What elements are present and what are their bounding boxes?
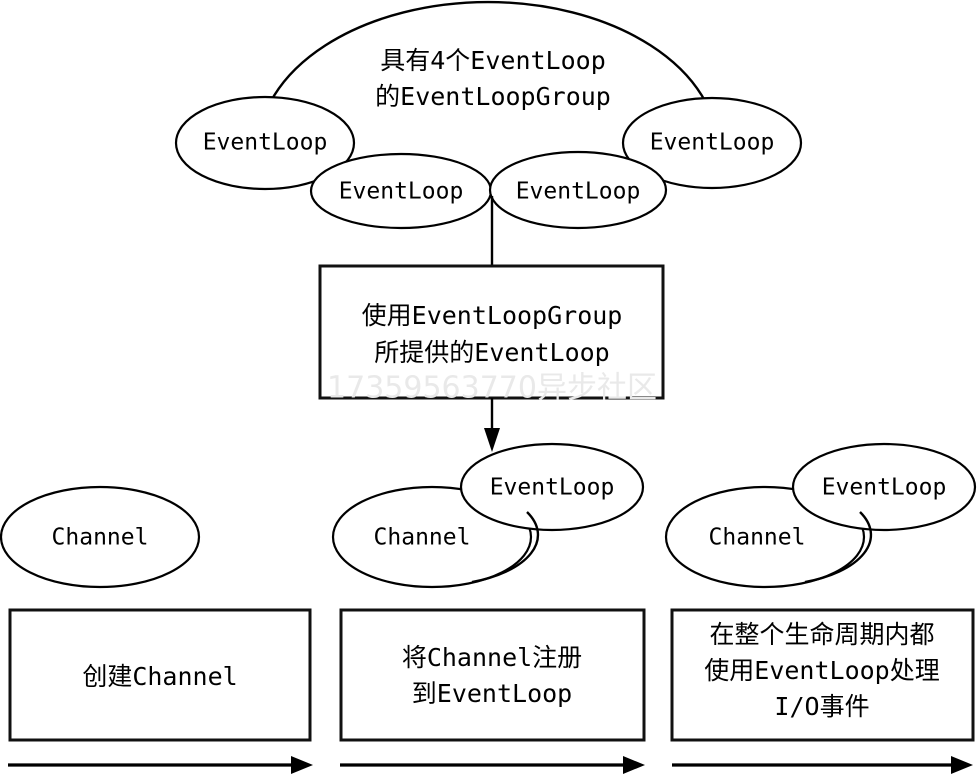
stage-3-box bbox=[670, 608, 975, 742]
cloud-eventloop-2-label: EventLoop bbox=[339, 179, 464, 205]
cloud-eventloop-3-label: EventLoop bbox=[516, 179, 641, 205]
stage-1-channel-ellipse bbox=[0, 485, 201, 589]
middle-box-to-eventloop-arrow bbox=[484, 398, 500, 452]
stage-2-channel-front-arc bbox=[471, 511, 540, 584]
stage-1-box-group: 创建Channel bbox=[8, 608, 312, 742]
stage-1-flow-arrow bbox=[8, 756, 313, 774]
cloud-eventloop-4-label: EventLoop bbox=[650, 130, 775, 156]
stage-3-box-line2: 使用EventLoop处理 bbox=[704, 656, 939, 685]
stage-3-flow-head bbox=[951, 756, 973, 774]
cloud-eventloop-1 bbox=[174, 95, 356, 191]
stage-1-shapes: Channel bbox=[0, 485, 201, 589]
cloud-eventloop-4 bbox=[621, 96, 803, 190]
cloud-caption-line1: 具有4个EventLoop bbox=[380, 46, 606, 75]
cloud-outline-arc bbox=[256, 0, 720, 151]
stage-3-shapes: Channel EventLoop bbox=[664, 442, 977, 589]
stage-2-eventloop-label: EventLoop bbox=[490, 475, 615, 501]
middle-box-group: 使用EventLoopGroup 所提供的EventLoop 173595637… bbox=[318, 264, 665, 406]
middle-box bbox=[318, 264, 665, 400]
stage-1-flow-head bbox=[291, 756, 313, 774]
stage-3-box-line3: I/O事件 bbox=[774, 692, 869, 721]
stage-3-eventloop-ellipse bbox=[791, 442, 977, 532]
stage-2-channel-label: Channel bbox=[374, 525, 471, 551]
stage-3-box-group: 在整个生命周期内都 使用EventLoop处理 I/O事件 bbox=[670, 608, 975, 742]
cloud-caption-line2: 的EventLoopGroup bbox=[375, 82, 611, 111]
stage-1-box-line1: 创建Channel bbox=[82, 662, 237, 691]
stage-2-flow-head bbox=[623, 756, 645, 774]
stage-3-eventloop-label: EventLoop bbox=[822, 475, 947, 501]
cloud-eventloop-3 bbox=[488, 150, 668, 230]
stage-1-box bbox=[8, 608, 312, 742]
cloud-eventloop-1-label: EventLoop bbox=[203, 130, 328, 156]
stage-3-box-line1: 在整个生命周期内都 bbox=[709, 620, 934, 649]
eventloopgroup-cloud: 具有4个EventLoop 的EventLoopGroup EventLoop … bbox=[174, 0, 803, 230]
stage-2-flow-arrow bbox=[340, 756, 645, 774]
stage-3-flow-arrow bbox=[672, 756, 973, 774]
stage-3-channel-label: Channel bbox=[709, 525, 806, 551]
middle-box-line2: 所提供的EventLoop bbox=[374, 338, 609, 367]
middle-box-line1: 使用EventLoopGroup bbox=[362, 301, 623, 330]
stage-2-box bbox=[339, 608, 646, 742]
stage-1-channel-label: Channel bbox=[52, 525, 149, 551]
stage-3-channel-front-arc bbox=[804, 511, 873, 584]
stage-2-eventloop-ellipse bbox=[459, 442, 645, 532]
stage-2-box-line2: 到EventLoop bbox=[412, 679, 572, 708]
stage-2-shapes: Channel EventLoop bbox=[331, 442, 645, 589]
arrow-head bbox=[484, 428, 500, 452]
stage-2-box-group: 将Channel注册 到EventLoop bbox=[339, 608, 646, 742]
stage-2-box-line1: 将Channel注册 bbox=[402, 643, 582, 672]
